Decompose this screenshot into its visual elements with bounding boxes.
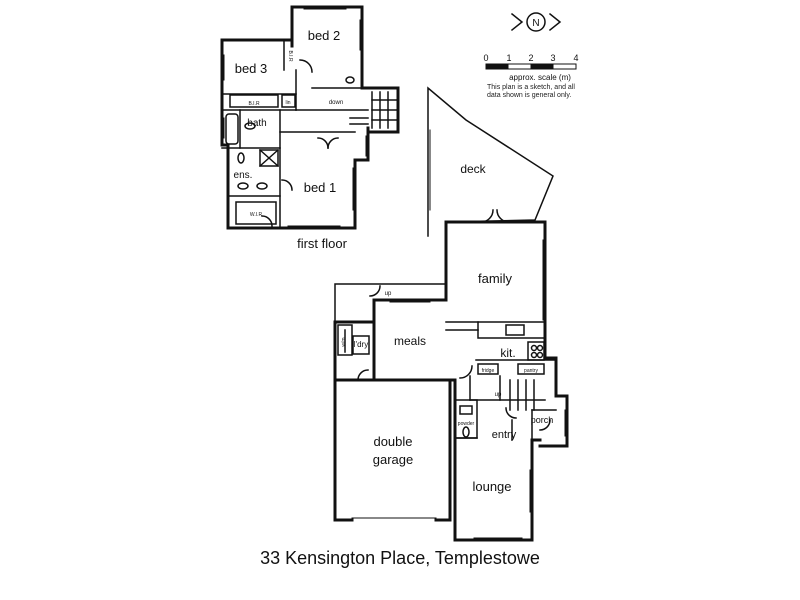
scale-note: This plan is a sketch, and all data show…: [487, 84, 597, 100]
label-wir: W.I.R: [250, 212, 263, 218]
label-wm: w/m: [341, 337, 347, 346]
room-bed3: bed 3: [235, 61, 268, 76]
scale-tick-3: 3: [550, 53, 555, 63]
room-bed2: bed 2: [308, 28, 341, 43]
room-porch: porch: [531, 415, 554, 425]
scale-tick-1: 1: [506, 53, 511, 63]
label-fridge: fridge: [482, 368, 495, 374]
room-ldry: l'dry: [354, 340, 368, 349]
label-lin: lin: [285, 100, 290, 106]
compass-letter: N: [532, 18, 539, 29]
room-bed1: bed 1: [304, 180, 337, 195]
label-bir-vertical: B.I.R: [287, 50, 293, 62]
room-bath: bath: [247, 118, 266, 129]
room-deck: deck: [460, 162, 486, 176]
room-family: family: [478, 271, 512, 286]
scale-bar: [485, 63, 577, 70]
ground-floor-windows: [351, 129, 566, 539]
first-floor-inner-walls: [221, 39, 397, 229]
room-double-garage-line1: double: [373, 434, 412, 449]
ground-floor-inner-walls: [337, 209, 557, 441]
ground-floor-walls: [333, 220, 569, 542]
scale-tick-0: 0: [483, 53, 488, 63]
room-double-garage-line2: garage: [373, 452, 413, 467]
deck-outline: [334, 86, 554, 323]
label-up-meals: up: [385, 291, 392, 297]
first-floor-label: first floor: [297, 236, 348, 251]
first-floor-windows: [223, 8, 367, 227]
room-kit: kit.: [500, 346, 515, 360]
label-pantry: pantry: [524, 368, 538, 374]
scale-tick-4: 4: [573, 53, 578, 63]
scale-label: approx. scale (m): [509, 73, 571, 82]
label-bir: B.I.R: [248, 101, 260, 107]
room-lounge: lounge: [472, 479, 511, 494]
scale-note-line1: This plan is a sketch, and all: [487, 84, 575, 91]
plan-title: 33 Kensington Place, Templestowe: [260, 548, 540, 568]
room-entry: entry: [492, 429, 517, 441]
scale-note-line2: data shown is general only.: [487, 92, 572, 99]
label-powder: powder: [458, 421, 475, 427]
north-arrow-icon: [510, 12, 562, 32]
room-meals: meals: [394, 334, 426, 348]
room-ens: ens.: [234, 170, 253, 181]
scale-tick-2: 2: [528, 53, 533, 63]
label-up-entry: up: [495, 392, 502, 398]
label-down: down: [329, 100, 343, 106]
